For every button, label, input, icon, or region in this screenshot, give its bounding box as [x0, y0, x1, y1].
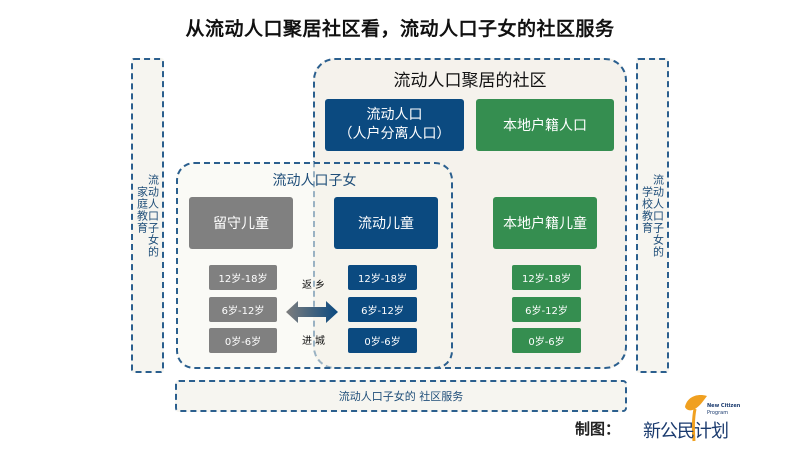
logo-english-2: Program: [707, 410, 729, 416]
logo-chinese: 新公民计划: [643, 421, 729, 442]
double-arrow-icon: [286, 301, 338, 323]
logo-english-1: New Citizen: [707, 403, 741, 409]
migrant-age-0-6: 0岁-6岁: [348, 328, 417, 353]
family-education-line2: 家庭教育: [135, 185, 149, 234]
community-service-panel: 流动人口子女的 社区服务: [175, 380, 627, 412]
community-service-label: 流动人口子女的 社区服务: [338, 390, 464, 403]
left-behind-age-6-12: 6岁-12岁: [209, 297, 277, 322]
local-age-6-12: 6岁-12岁: [512, 297, 581, 322]
migrant-population-line1: 流动人口: [366, 107, 423, 123]
local-children-box: 本地户籍儿童: [493, 197, 597, 249]
school-education-line1: 流动人口子女的: [651, 173, 665, 258]
left-behind-children-box: 留守儿童: [189, 197, 293, 249]
ginkgo-leaf-icon: [685, 395, 707, 442]
community-title: 流动人口聚居的社区: [393, 71, 547, 91]
migrant-population-line2: （人户分离人口）: [338, 126, 451, 142]
migrant-population-box: 流动人口 （人户分离人口）: [325, 99, 464, 151]
made-by-label: 制图：: [575, 420, 621, 438]
left-behind-age-0-6: 0岁-6岁: [209, 328, 277, 353]
family-education-panel: 流动人口子女的 家庭教育: [131, 58, 164, 373]
school-education-panel: 流动人口子女的 学校教育: [636, 58, 669, 373]
family-education-line1: 流动人口子女的: [146, 173, 160, 258]
migrant-age-12-18: 12岁-18岁: [348, 265, 417, 290]
page-title: 从流动人口聚居社区看，流动人口子女的社区服务: [185, 18, 615, 40]
return-home-label: 返乡: [302, 280, 328, 291]
left-behind-age-12-18: 12岁-18岁: [209, 265, 277, 290]
family-education-label: 流动人口子女的 家庭教育: [135, 173, 160, 258]
local-population-box: 本地户籍人口: [476, 99, 614, 151]
migrant-children-box: 流动儿童: [334, 197, 438, 249]
school-education-label: 流动人口子女的 学校教育: [640, 173, 665, 258]
children-title: 流动人口子女: [272, 173, 357, 189]
migrant-age-6-12: 6岁-12岁: [348, 297, 417, 322]
local-age-0-6: 0岁-6岁: [512, 328, 581, 353]
new-citizen-logo: 新公民计划 New Citizen Program: [643, 393, 758, 445]
school-education-line2: 学校教育: [640, 185, 654, 234]
local-age-12-18: 12岁-18岁: [512, 265, 581, 290]
to-city-label: 进城: [302, 336, 328, 347]
